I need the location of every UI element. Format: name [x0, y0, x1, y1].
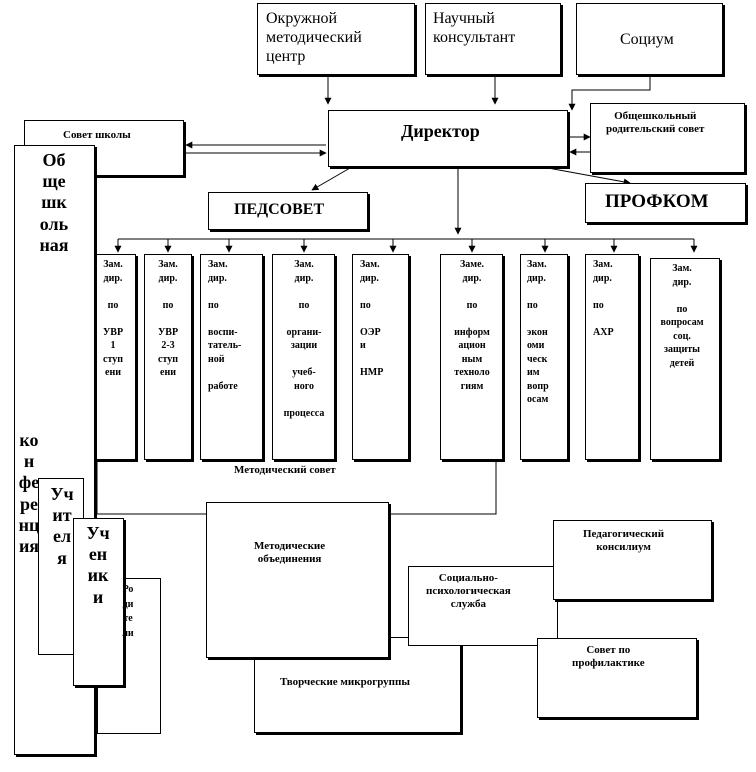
deputy-vospit-box [200, 254, 263, 460]
tvorcheskie-label: Творческие микрогруппы [280, 676, 410, 688]
sovet-profilaktika-label: Совет по профилактике [572, 644, 645, 670]
ucheniki-box [73, 518, 124, 686]
profkom-box [585, 183, 746, 223]
nauchny-label: Научный консультант [433, 10, 516, 47]
conference-label-bottom: конференция [18, 430, 40, 557]
deputy-inform-label: Заме. дир. по информ ацион ным техноло г… [454, 259, 490, 392]
deputy-oer-box [352, 254, 409, 460]
roditeli-label: Родители [122, 584, 134, 639]
arrow-director-pedsovet [311, 167, 351, 191]
sotsium-box [576, 3, 723, 75]
deputy-uvr23-label: Зам. дир. по УВР 2-3 ступ ени [157, 259, 179, 378]
deputy-ahr-box [585, 254, 639, 460]
okruzhnoy-label: Окружной методический центр [266, 10, 362, 66]
director-box [328, 110, 568, 167]
ucheniki-label: Ученики [86, 523, 110, 607]
director-label: Директор [401, 121, 480, 141]
sotsium-label: Социум [620, 31, 674, 48]
metod-obedineniya-box [206, 502, 389, 658]
arrow-sotsium-director [568, 75, 651, 111]
roditelsky-sovet-label: Общешкольный родительский совет [606, 110, 705, 136]
sots-psih-box [408, 566, 558, 646]
okruzhnoy-box [257, 3, 415, 75]
deputy-inform-box [440, 254, 503, 460]
deputy-organiz-label: Зам. дир. по органи- зации учеб- ного пр… [283, 259, 325, 419]
metod-obedineniya-label: Методические объединения [254, 540, 326, 566]
sovet-shkoly-label: Совет школы [63, 129, 131, 141]
arrow-director-profkom [547, 167, 631, 186]
deputy-oer-label: Зам. дир. по ОЭР и НМР [360, 259, 384, 378]
deputy-soc-label: Зам. дир. по вопросам соц. защиты детей [660, 263, 704, 369]
sovet-profilaktika-box [537, 638, 697, 718]
profkom-label: ПРОФКОМ [605, 191, 709, 212]
deputy-ahr-label: Зам. дир. по АХР [593, 259, 614, 338]
pedsovet-label: ПЕДСОВЕТ [234, 201, 325, 218]
deputy-uvr1-label: Зам. дир. по УВР 1 ступ ени [102, 259, 124, 378]
ped-konsilium-box [553, 520, 712, 600]
deputy-ekonom-label: Зам. дир. по экон оми ческ им вопр осам [527, 259, 549, 405]
deputy-ekonom-box [520, 254, 568, 460]
conference-label-top: Общешкольная [39, 150, 69, 255]
nauchny-box [425, 3, 561, 75]
ped-konsilium-label: Педагогический консилиум [583, 528, 665, 554]
metod-sovet-label: Методический совет [234, 464, 336, 476]
sots-psih-label: Социально- психологическая служба [426, 572, 511, 611]
uchitelya-label: Учителя [50, 484, 74, 568]
pedsovet-box [208, 192, 368, 230]
deputy-vospit-label: Зам. дир. по воспи- татель- ной работе [208, 259, 242, 392]
deputy-soc-box [650, 258, 720, 460]
deputy-organiz-box [272, 254, 335, 460]
deputy-uvr23-box [144, 254, 192, 460]
